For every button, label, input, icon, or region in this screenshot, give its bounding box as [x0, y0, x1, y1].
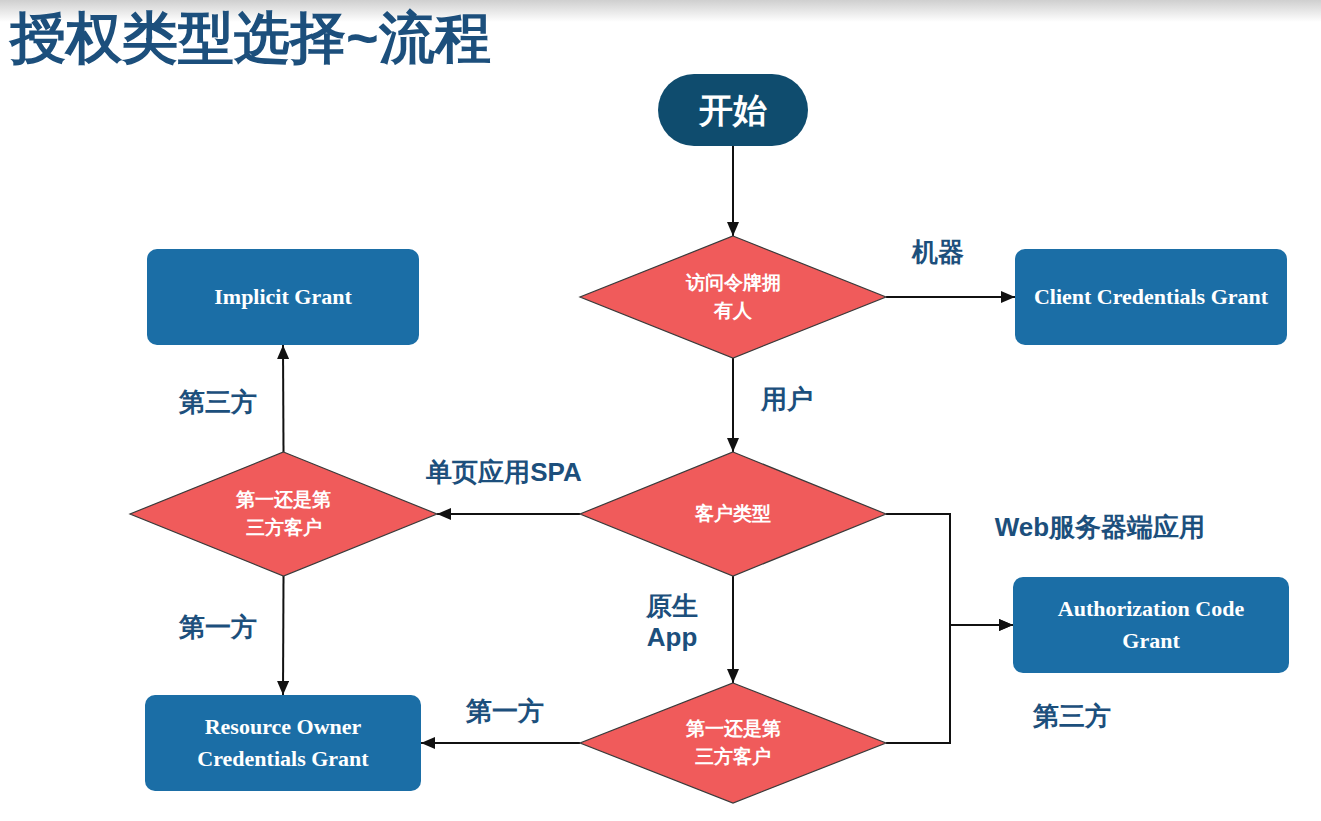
page-title-holder: 授权类型选择~流程	[10, 4, 491, 71]
flow-arrow	[282, 576, 285, 695]
diamond-outline	[580, 683, 886, 803]
diamond-outline	[130, 452, 437, 576]
node-text: Authorization Code Grant	[1027, 593, 1275, 657]
flow-arrow	[437, 513, 580, 515]
grant-box: Resource Owner Credentials Grant	[145, 695, 421, 791]
edge-label: 单页应用SPA	[426, 457, 582, 488]
flow-arrow	[886, 296, 1015, 298]
flow-arrow	[732, 146, 734, 236]
decision-diamond: 第一还是第三方客户	[580, 683, 886, 803]
decision-diamond: 访问令牌拥有人	[580, 236, 886, 358]
edge-label: 原生 App	[632, 591, 712, 653]
node-text: 访问令牌拥有人	[678, 269, 788, 326]
start-terminal: 开始	[658, 74, 808, 146]
diamond-shape	[580, 236, 886, 358]
flow-arrow	[421, 742, 580, 744]
edge-label: 第一方	[466, 696, 544, 727]
edge-label: 第三方	[1033, 701, 1111, 732]
node-text: 第一还是第三方客户	[678, 715, 788, 772]
node-text: Resource Owner Credentials Grant	[159, 711, 407, 775]
edge-label: 用户	[761, 384, 813, 415]
flow-arrow	[732, 358, 734, 452]
grant-box: Client Credentials Grant	[1015, 249, 1287, 345]
node-text: Implicit Grant	[214, 281, 352, 313]
diamond-shape	[580, 683, 886, 803]
flow-arrow	[282, 345, 285, 452]
diamond-outline	[580, 236, 886, 358]
node-text: Client Credentials Grant	[1034, 281, 1268, 313]
flow-arrow	[732, 576, 734, 683]
decision-diamond: 第一还是第三方客户	[130, 452, 437, 576]
edge-label: Web服务器端应用	[995, 512, 1205, 543]
edge-label: 第一方	[179, 612, 257, 643]
page-title: 授权类型选择~流程	[10, 4, 491, 71]
decision-diamond: 客户类型	[580, 452, 886, 576]
flow-arrow	[886, 625, 1013, 743]
edge-label: 第三方	[179, 387, 257, 418]
grant-box: Authorization Code Grant	[1013, 577, 1289, 673]
node-text: 客户类型	[678, 500, 788, 529]
grant-box: Implicit Grant	[147, 249, 419, 345]
diamond-shape	[130, 452, 437, 576]
node-text: 开始	[699, 90, 767, 131]
flow-arrow	[886, 514, 1013, 625]
node-text: 第一还是第三方客户	[229, 486, 339, 543]
edge-label: 机器	[912, 237, 964, 268]
diamond-shape	[580, 452, 886, 576]
